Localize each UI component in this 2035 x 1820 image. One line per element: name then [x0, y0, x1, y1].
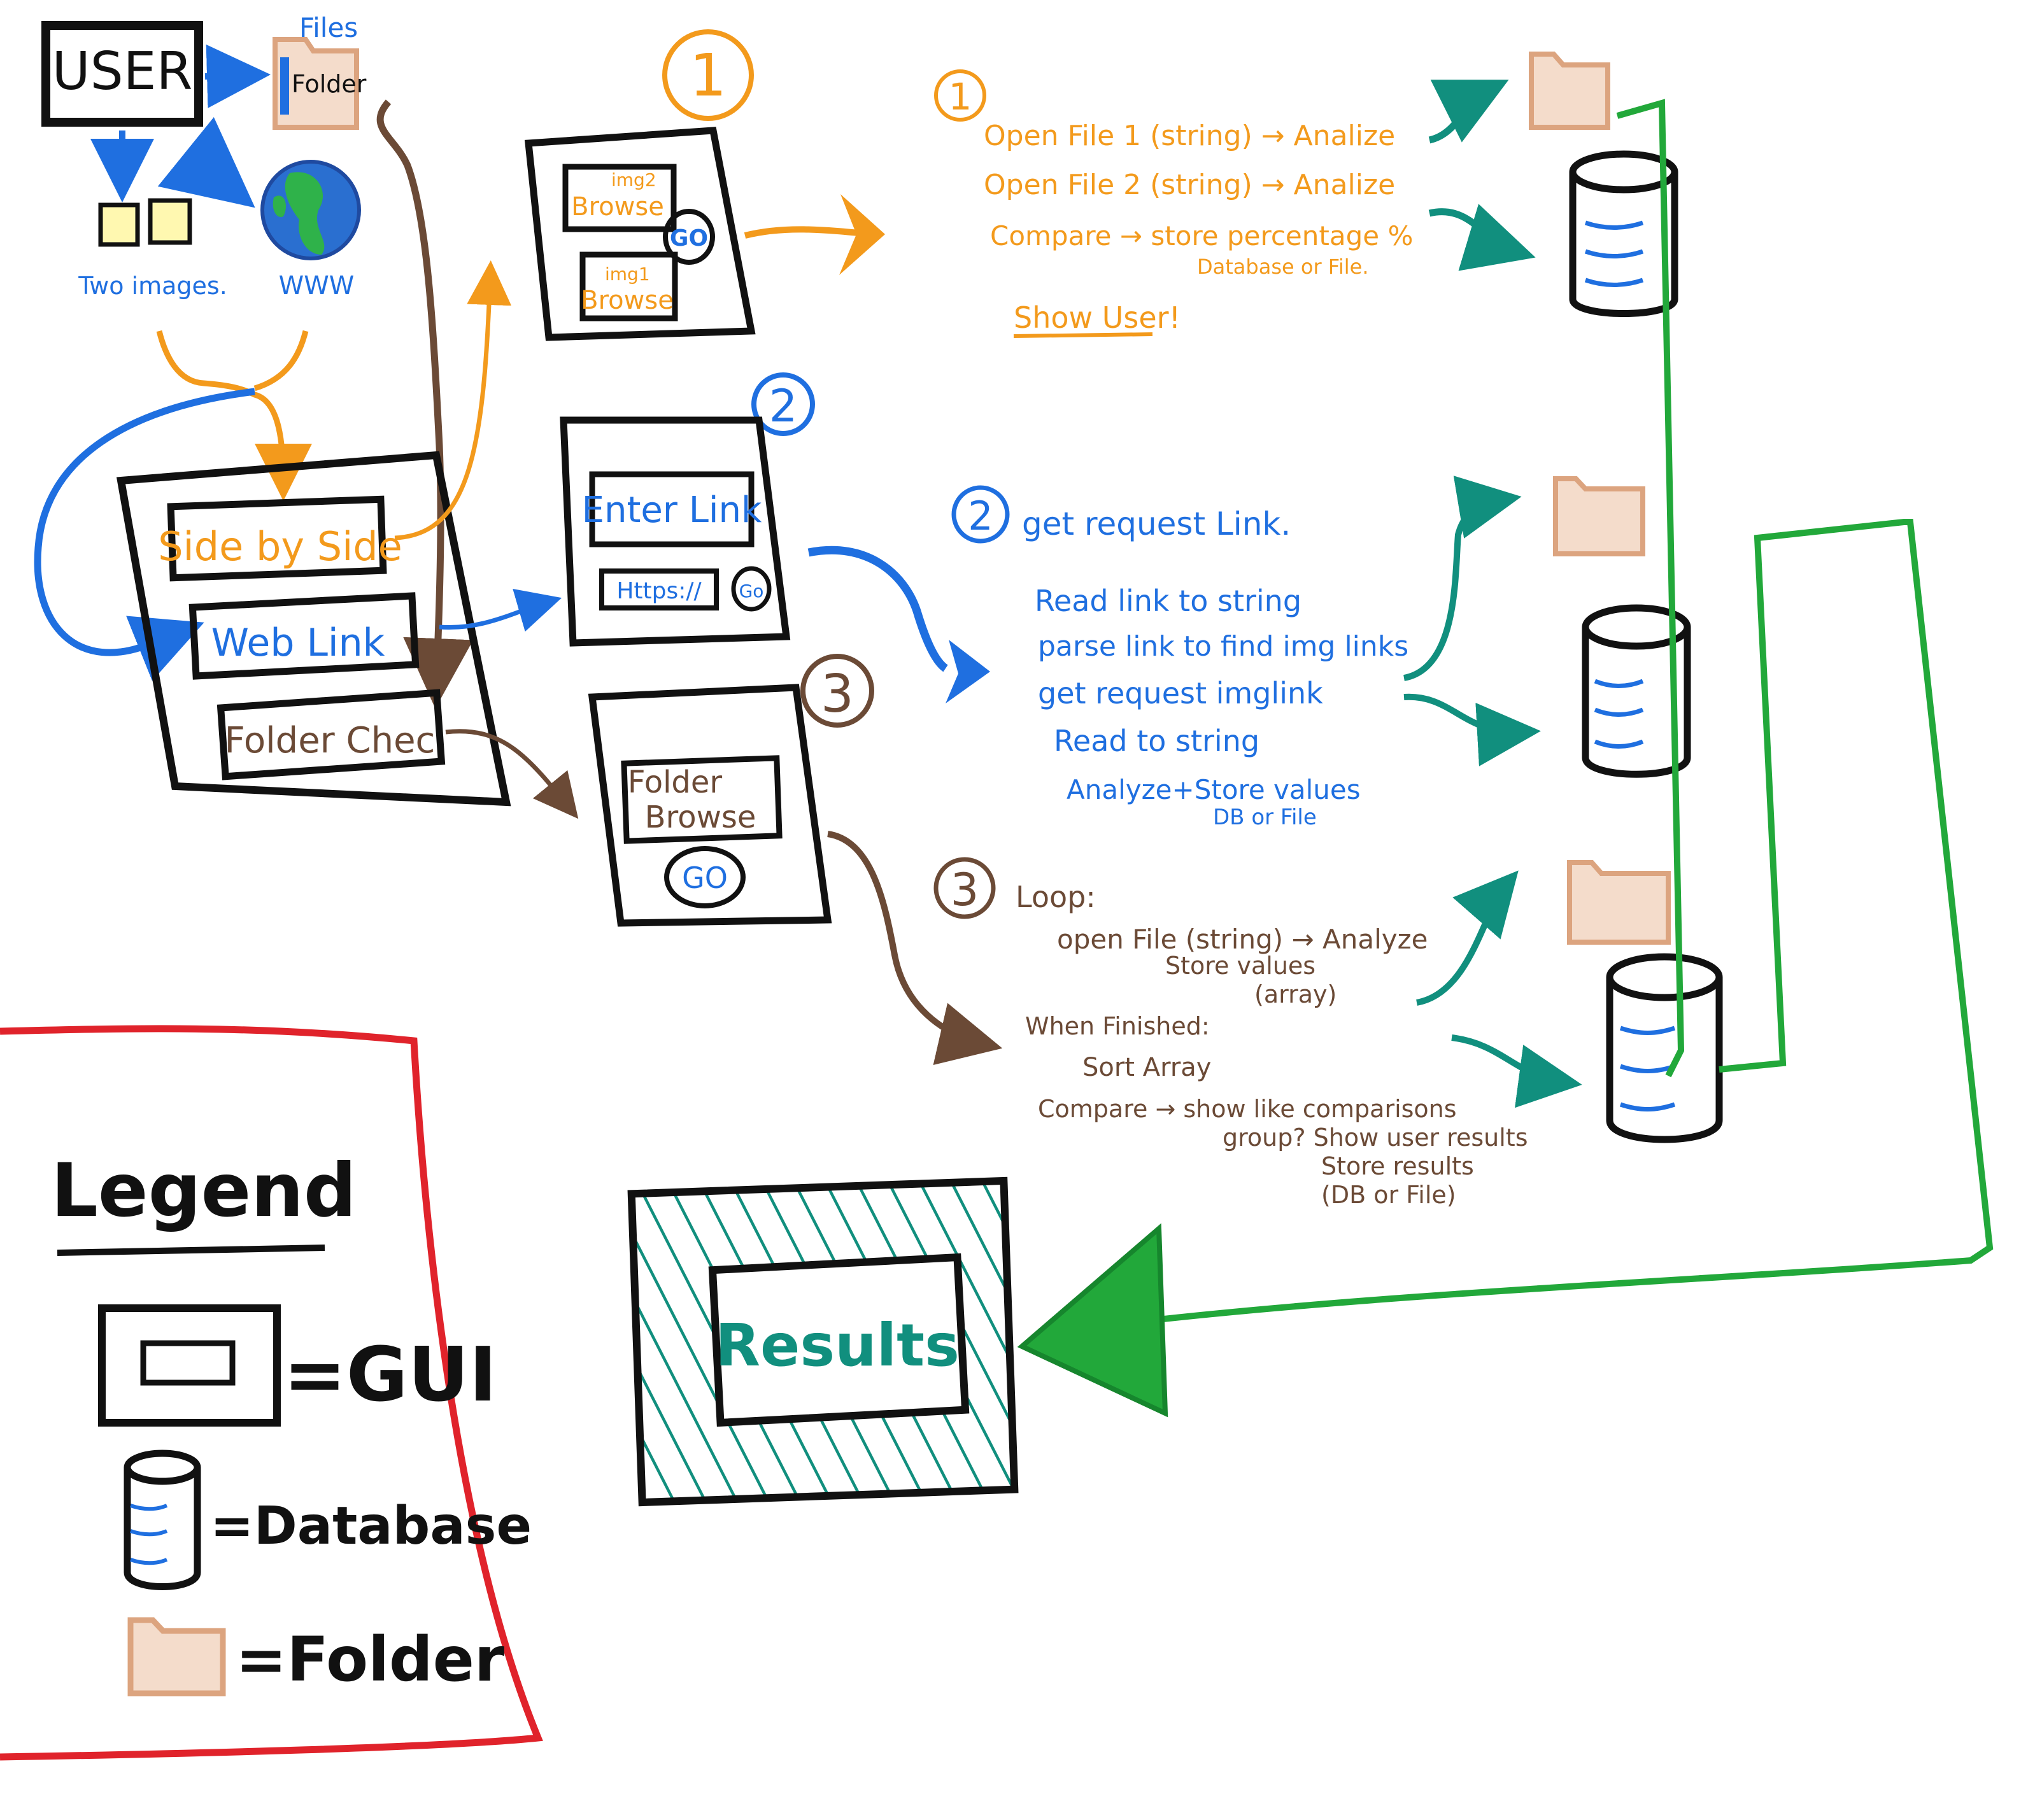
step-2-line-6: Analyze+Store values	[1067, 774, 1361, 805]
www-label: WWW	[279, 271, 355, 300]
step-2-line-3: parse link to find img links	[1038, 630, 1408, 663]
arrow-user-to-files	[204, 44, 271, 108]
arrow-gui2-to-step2-head	[946, 640, 990, 703]
globe-icon: WWW	[260, 160, 361, 300]
arrow-folder-check-to-gui3	[445, 729, 579, 819]
gui-2-number: 2	[769, 380, 798, 432]
results-panel: Results	[627, 1176, 1019, 1507]
legend-panel: Legend =GUI =Database =Folder	[0, 1025, 543, 1761]
step-3-line-10: (DB or File)	[1321, 1181, 1456, 1209]
legend-folder-label: =Folder	[236, 1624, 505, 1695]
files-label: Files	[299, 12, 358, 43]
arrow-user-to-www	[157, 116, 255, 208]
step-1-line-1: Open File 1 (string) → Analize	[984, 120, 1395, 152]
step-2-line-5: Read to string	[1054, 724, 1259, 758]
orange-connector-to-side-by-side	[156, 330, 312, 501]
gui-1-go-button[interactable]: GO	[670, 225, 708, 251]
orange-connector-from-www	[253, 330, 309, 392]
legend-database-label: =Database	[210, 1496, 532, 1556]
folder-check-label: Folder Chec	[225, 720, 436, 761]
step-3-number: 3	[951, 864, 979, 916]
gui-3-number: 3	[821, 664, 854, 724]
legend-gui-icon	[98, 1304, 281, 1427]
img1-small-label: img1	[605, 264, 650, 285]
storage-3	[1415, 860, 1723, 1143]
img2-small-label: img2	[611, 169, 656, 190]
arrow-gui1-to-step1-line	[744, 226, 873, 239]
database-icon-3	[1606, 953, 1723, 1143]
gui-3-browse-label: Browse	[645, 800, 756, 835]
gui-2-go-button[interactable]: Go	[739, 581, 764, 602]
main-gui-panel: Side by Side Web Link Folder Chec	[116, 451, 511, 807]
step-1-line-3: Compare → store percentage %	[990, 220, 1413, 251]
step-2-notes: 2 get request Link. Read link to string …	[951, 485, 1408, 830]
step-1-line-2: Open File 2 (string) → Analize	[984, 169, 1395, 201]
folder-icon-2	[1553, 476, 1645, 556]
folder-label: Folder	[292, 70, 367, 98]
arrow-web-link-to-gui2	[439, 588, 562, 632]
files-folder-icon: Files Folder	[273, 12, 367, 130]
step-1-line-5: Show User!	[1014, 300, 1181, 335]
img2-browse-label: Browse	[571, 192, 664, 222]
two-images-label: Two images.	[78, 272, 227, 300]
step-1-number: 1	[949, 75, 972, 118]
database-icon-1	[1569, 150, 1678, 317]
step-2-line-2: Read link to string	[1035, 584, 1301, 618]
gui-1-panel: 1 img2 Browse img1 Browse GO	[524, 29, 756, 341]
side-by-side-label: Side by Side	[158, 523, 402, 570]
user-label: USER	[52, 41, 193, 102]
two-images-icon: Two images.	[78, 198, 227, 300]
web-link-label: Web Link	[211, 621, 385, 665]
step-1-line-4: Database or File.	[1197, 255, 1368, 279]
arrow-gui1-to-step1-head	[839, 194, 885, 275]
legend-gui-label: =GUI	[283, 1330, 497, 1418]
gui-3-go-button[interactable]: GO	[682, 861, 728, 895]
step-3-line-8: group? Show user results	[1223, 1124, 1528, 1152]
storage-1	[1428, 52, 1678, 317]
results-label: Results	[715, 1311, 960, 1379]
step-2-line-4: get request imglink	[1038, 676, 1323, 710]
folder-icon-3	[1567, 860, 1671, 945]
arrow-gui2-to-step2-line	[807, 546, 948, 672]
user-box: USER	[41, 21, 203, 127]
arrow-side-by-side-to-gui1	[394, 260, 512, 540]
step-3-line-5: When Finished:	[1025, 1012, 1210, 1040]
step-2-line-7: DB or File	[1213, 805, 1317, 830]
step-3-line-6: Sort Array	[1082, 1053, 1211, 1082]
img1-browse-label: Browse	[581, 286, 674, 315]
brown-connector-folder-to-gui	[376, 99, 474, 709]
legend-title: Legend	[51, 1148, 357, 1234]
legend-database-icon	[124, 1450, 201, 1590]
green-arrowhead	[1017, 1223, 1168, 1418]
step-3-line-9: Store results	[1321, 1152, 1474, 1180]
step-3-line-7: Compare → show like comparisons	[1038, 1095, 1457, 1123]
gui-3-panel: 3 Folder Browse GO	[588, 654, 874, 927]
folder-icon-1	[1529, 52, 1610, 130]
https-input[interactable]: Https://	[616, 578, 702, 604]
arrow-gui3-to-step3	[827, 831, 1003, 1065]
step-3-line-4: (array)	[1254, 980, 1337, 1008]
gui-1-number: 1	[690, 41, 727, 109]
gui-2-panel: 2 Enter Link Https:// Go	[560, 372, 815, 647]
enter-link-label: Enter Link	[582, 490, 762, 531]
storage-2	[1403, 476, 1691, 778]
blue-connector-to-web-link	[34, 388, 255, 681]
step-2-number: 2	[968, 493, 993, 539]
step-3-notes: 3 Loop: open File (string) → Analyze Sto…	[933, 857, 1528, 1209]
step-3-line-1: Loop:	[1016, 880, 1096, 914]
step-3-line-2: open File (string) → Analyze	[1057, 924, 1428, 955]
step-3-line-3: Store values	[1165, 952, 1315, 980]
gui-3-folder-label: Folder	[628, 765, 723, 800]
legend-folder-icon	[127, 1617, 226, 1697]
step-2-line-1: get request Link.	[1022, 505, 1291, 542]
green-results-connector	[1017, 99, 1994, 1418]
step-1-notes: 1 Open File 1 (string) → Analize Open Fi…	[934, 69, 1413, 338]
database-icon-2	[1582, 604, 1691, 778]
